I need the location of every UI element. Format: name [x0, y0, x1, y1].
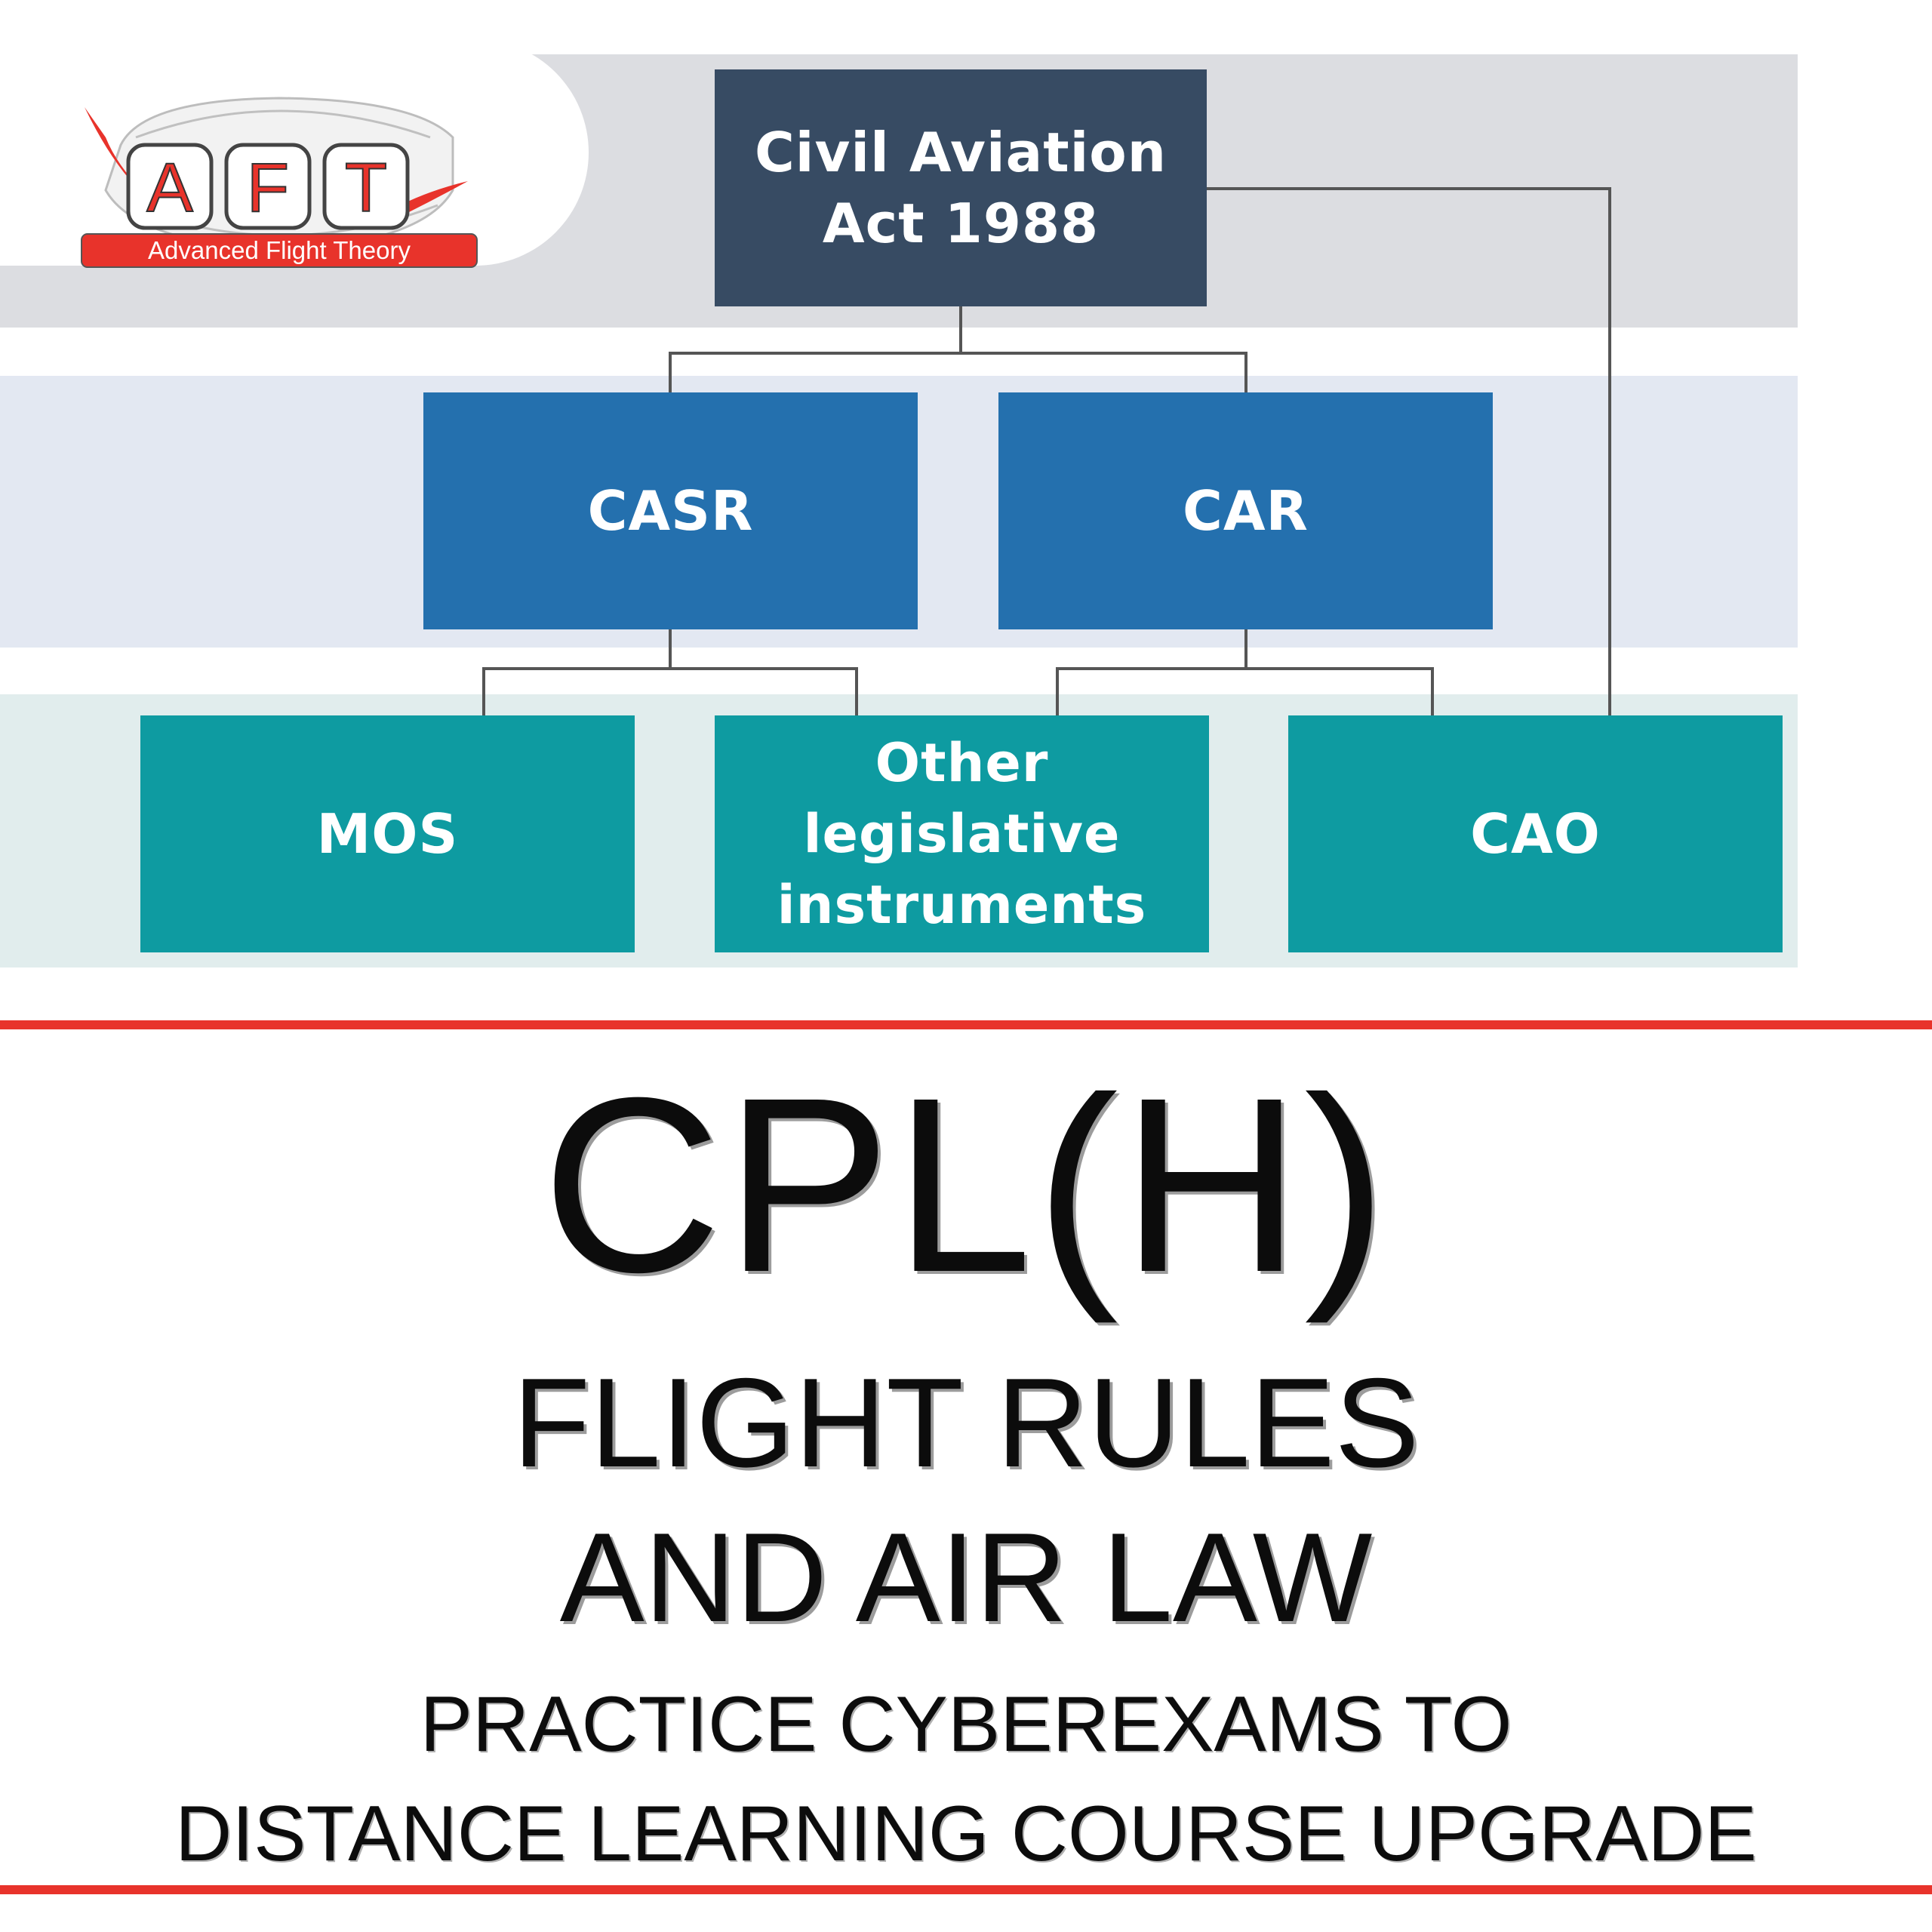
node-other-legislative-instruments: Other legislative instruments: [715, 715, 1209, 952]
logo-panel: A F T Advanced Flight Theory: [0, 39, 589, 268]
hierarchy-connectors: [482, 187, 1611, 715]
node-civil-aviation-act-label: Civil Aviation Act 1988: [754, 121, 1168, 255]
divider-top: [0, 1020, 1932, 1029]
connector-root-cao: [1207, 187, 1611, 715]
logo-letter-t: T: [345, 149, 387, 226]
aft-logo: A F T Advanced Flight Theory: [75, 92, 483, 273]
node-mos: MOS: [140, 715, 635, 952]
node-car: CAR: [998, 392, 1493, 629]
logo-letter-f: F: [247, 149, 289, 226]
node-mos-label: MOS: [316, 802, 459, 866]
upgrade-tagline-line-1: PRACTICE CYBEREXAMS TO: [420, 1681, 1512, 1768]
node-civil-aviation-act: Civil Aviation Act 1988: [715, 69, 1207, 306]
logo-letter-a: A: [146, 149, 193, 226]
flight-computer-dial-icon: A F T Advanced Flight Theory: [81, 97, 478, 268]
course-code-title: CPL(H): [541, 1045, 1391, 1324]
node-cao: CAO: [1288, 715, 1783, 952]
node-car-label: CAR: [1182, 479, 1309, 543]
course-subtitle-line-2: AND AIR LAW: [559, 1506, 1373, 1648]
node-casr-label: CASR: [587, 479, 754, 543]
connector-casr-other: [670, 667, 858, 715]
divider-bottom: [0, 1885, 1932, 1894]
node-casr: CASR: [423, 392, 918, 629]
node-other-label: Other legislative instruments: [777, 732, 1147, 936]
connector-root-casr: [669, 306, 962, 392]
connector-root-car: [961, 352, 1247, 392]
connector-car-cao: [1246, 667, 1434, 715]
logo-tagline: Advanced Flight Theory: [148, 236, 411, 264]
upgrade-tagline-line-2: DISTANCE LEARNING COURSE UPGRADE: [175, 1790, 1757, 1878]
node-cao-label: CAO: [1470, 802, 1601, 866]
connector-casr-mos: [482, 629, 672, 715]
connector-car-other: [1056, 629, 1247, 715]
course-subtitle-line-1: FLIGHT RULES: [512, 1352, 1420, 1494]
